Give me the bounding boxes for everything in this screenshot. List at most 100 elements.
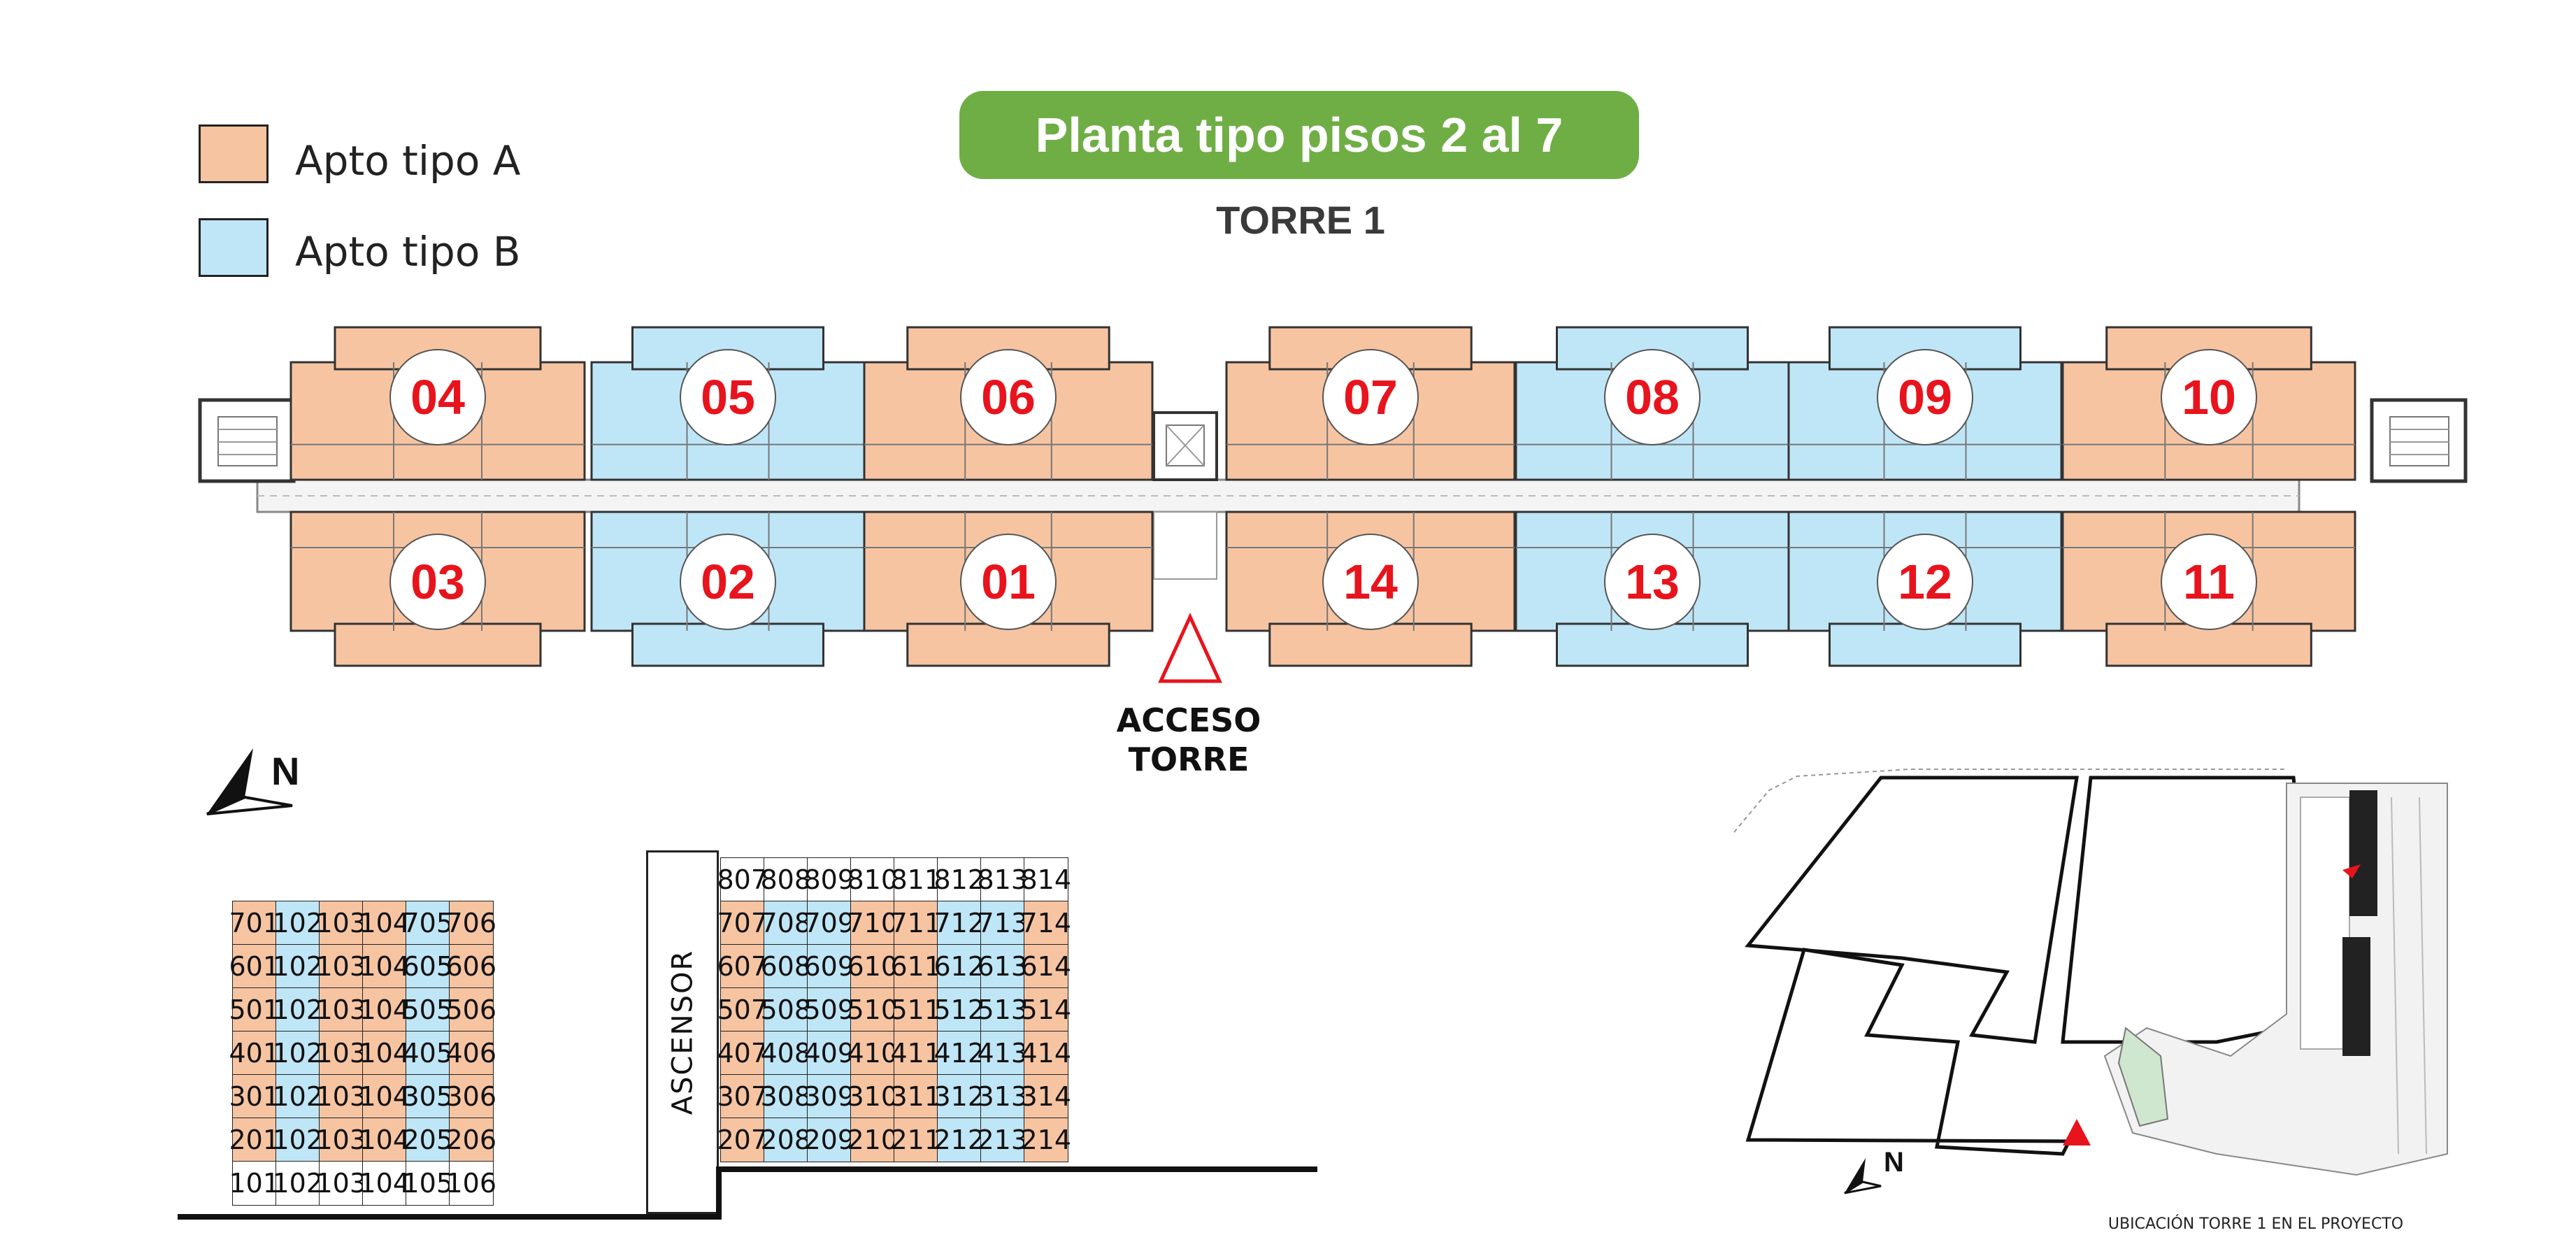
elevator-label: ASCENSOR: [646, 850, 719, 1214]
unit-cell: 305: [402, 1074, 453, 1119]
top-unit-04: 04: [289, 326, 586, 481]
unit-cell: 614: [1020, 944, 1071, 989]
unit-cell: 201: [229, 1118, 280, 1162]
unit-badge: [2161, 534, 2257, 630]
unit-cell: 307: [717, 1074, 768, 1119]
legend-swatch-type-b: [199, 218, 269, 277]
unit-cell: 401: [229, 1031, 280, 1076]
unit-cell: 312: [933, 1074, 985, 1119]
unit-badge: [1877, 349, 1973, 445]
plan-title-text: Planta tipo pisos 2 al 7: [1035, 108, 1564, 162]
unit-cell: 512: [933, 987, 985, 1032]
unit-number: 13: [1625, 555, 1680, 609]
site-map: [1733, 769, 2448, 1194]
unit-cell: 601: [229, 944, 280, 989]
unit-cell: 610: [847, 944, 898, 989]
access-marker: [1158, 612, 1222, 683]
unit-cell: 407: [717, 1031, 768, 1076]
unit-badge: [1877, 534, 1973, 630]
bottom-unit-03: 03: [289, 511, 586, 667]
unit-cell: 104: [359, 1074, 410, 1119]
unit-badge: [1604, 349, 1701, 445]
unit-cell: 505: [402, 987, 453, 1032]
unit-cell: 104: [359, 987, 410, 1032]
bottom-unit-12: 12: [1787, 511, 2063, 667]
unit-cell: 409: [803, 1031, 854, 1076]
unit-cell: 102: [272, 1074, 323, 1119]
unit-cell: 102: [272, 1118, 323, 1162]
unit-number: 10: [2182, 370, 2236, 424]
unit-cell: 507: [717, 987, 768, 1032]
top-unit-10: 10: [2061, 326, 2356, 481]
unit-cell: 310: [847, 1074, 898, 1119]
unit-cell: 102: [272, 1161, 323, 1206]
unit-badge: [1322, 349, 1419, 445]
unit-cell: 213: [977, 1118, 1028, 1162]
tower-2-footprint: [2342, 937, 2370, 1056]
unit-cell: 308: [760, 1074, 811, 1119]
unit-cell: 105: [402, 1161, 453, 1206]
unit-cell: 810: [847, 857, 898, 902]
unit-cell: 211: [890, 1118, 941, 1162]
unit-number: 07: [1343, 370, 1398, 424]
tower-marker: [2342, 864, 2361, 878]
unit-cell: 807: [717, 857, 768, 902]
site-lot-2: [1745, 948, 2083, 1156]
plan-title: Planta tipo pisos 2 al 7: [959, 91, 1639, 179]
unit-cell: 501: [229, 987, 280, 1032]
unit-cell: 714: [1020, 901, 1071, 945]
unit-cell: 606: [445, 944, 496, 989]
table-base-line-right: [719, 1166, 1317, 1172]
unit-cell: 511: [890, 987, 941, 1032]
unit-cell: 411: [890, 1031, 941, 1076]
unit-cell: 506: [445, 987, 496, 1032]
unit-cell: 311: [890, 1074, 941, 1119]
stairs-left: [198, 398, 296, 483]
unit-cell: 706: [445, 901, 496, 945]
unit-cell: 414: [1020, 1031, 1071, 1076]
unit-badge: [960, 349, 1057, 445]
site-lot-3: [2061, 776, 2317, 1044]
unit-number: 03: [410, 555, 465, 609]
top-unit-06: 06: [863, 326, 1154, 481]
unit-cell: 514: [1020, 987, 1071, 1032]
unit-cell: 808: [760, 857, 811, 902]
legend-label-type-a: Apto tipo A: [295, 137, 521, 185]
bottom-unit-13: 13: [1515, 511, 1790, 667]
unit-cell: 813: [977, 857, 1028, 902]
unit-cell: 106: [445, 1161, 496, 1206]
unit-number: 06: [981, 370, 1036, 424]
legend-label-type-b: Apto tipo B: [295, 228, 521, 276]
unit-cell: 709: [803, 901, 854, 945]
unit-cell: 708: [760, 901, 811, 945]
unit-cell: 710: [847, 901, 898, 945]
unit-cell: 104: [359, 1118, 410, 1162]
top-unit-09: 09: [1787, 326, 2063, 481]
unit-cell: 313: [977, 1074, 1028, 1119]
stairs-right: [2370, 398, 2468, 483]
unit-cell: 814: [1020, 857, 1071, 902]
unit-cell: 314: [1020, 1074, 1071, 1119]
top-unit-07: 07: [1225, 326, 1516, 481]
elevator-box: [646, 850, 719, 1214]
unit-cell: 207: [717, 1118, 768, 1162]
unit-number: 09: [1898, 370, 1952, 424]
tower-subtitle: TORRE 1: [1216, 198, 1385, 242]
tower-1-footprint: [2349, 790, 2377, 916]
top-unit-08: 08: [1515, 326, 1790, 481]
unit-cell: 513: [977, 987, 1028, 1032]
unit-cell: 613: [977, 944, 1028, 989]
access-marker-site: [2063, 1119, 2091, 1145]
unit-cell: 405: [402, 1031, 453, 1076]
unit-badge: [960, 534, 1057, 630]
unit-cell: 611: [890, 944, 941, 989]
unit-cell: 609: [803, 944, 854, 989]
unit-cell: 509: [803, 987, 854, 1032]
unit-badge: [1322, 534, 1419, 630]
unit-cell: 206: [445, 1118, 496, 1162]
unit-cell: 101: [229, 1161, 280, 1206]
unit-cell: 104: [359, 1161, 410, 1206]
unit-cell: 408: [760, 1031, 811, 1076]
unit-cell: 510: [847, 987, 898, 1032]
